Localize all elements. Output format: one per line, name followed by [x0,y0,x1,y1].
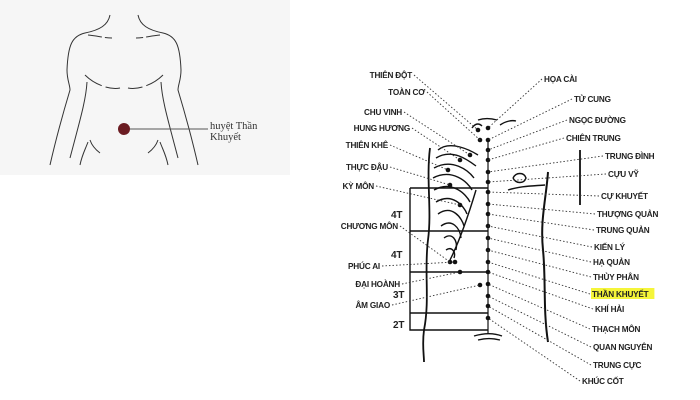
acupoint-dot [477,282,483,288]
leader-line [487,98,573,141]
acupoint-dot [485,157,491,163]
leader-line [391,284,481,306]
acupoint-label-right: TỬ CUNG [574,93,611,104]
leader-line [487,119,568,151]
acupoint-dot [457,202,463,208]
acupoint-label-left: PHÚC AI [348,260,380,271]
segment-length-label: 3T [393,290,404,301]
acupoint-label-right: CHIÊN TRUNG [566,132,621,143]
acupoint-label-left: CHU VINH [364,108,402,117]
leader-line [487,137,565,161]
acupoint-label-right: HẠ QUẢN [593,256,630,267]
acupoint-label-left: TOÀN CƠ [388,87,425,97]
leader-line [487,317,581,382]
body-drawing [409,117,581,363]
leader-line [487,271,594,310]
acupoint-dot [485,201,491,207]
leader-line [487,237,592,263]
acupoint-label-right: CỰ KHUYẾT [601,191,648,201]
leader-line [389,144,449,171]
leader-line [381,261,456,267]
acupoint-label-left: THIÊN KHÊ [346,139,389,150]
acupoint-dot [485,179,491,185]
acupoint-label-left: ÂM GIAO [355,299,390,310]
segment-length-label: 4T [391,210,402,221]
acupoint-label-right: KIẾN LÝ [594,241,626,252]
leader-line [413,74,479,131]
acupoint-dot [452,259,458,265]
leader-line [426,91,481,141]
leader-line [487,203,596,215]
acupoint-dot [485,293,491,299]
acupoint-label-right: QUAN NGUYÊN [593,341,652,352]
highlighted-acupoint-label: THẦN KHUYẾT [592,289,649,299]
acupoint-dot [457,157,463,163]
leader-line [411,127,461,161]
acupoint-label-right: TRUNG ĐÌNH [605,151,655,161]
acupoint-dot [485,303,491,309]
acupoint-dot [485,211,491,217]
leader-line [401,271,461,285]
acupoint-dot [485,137,491,143]
acupoint-label-left: CHƯƠNG MÔN [341,220,399,231]
acupoint-label-right: HỌA CÀI [544,74,577,84]
leader-line [487,225,593,248]
leader-line [487,305,592,366]
leader-line [487,173,607,183]
leader-line [487,261,591,295]
leader-line [487,213,595,231]
highlight-marker [591,288,655,299]
leader-line [389,166,451,186]
body-illustration-panel: huyệt Thần Khuyết [0,0,290,175]
segment-length-label: 2T [393,320,404,331]
leader-line [487,249,592,278]
acupoint-dot [485,189,491,195]
acupoint-label-right: NGỌC ĐƯỜNG [569,114,626,125]
acupoint-label-right: THƯỢNG QUẢN [597,208,658,219]
acupoint-label-left: ĐẠI HOÀNH [355,279,400,289]
acupoint-label-right: TRUNG QUẢN [596,224,650,235]
leader-line [487,283,591,330]
acupoint-label-left: HUNG HƯƠNG [354,124,410,133]
acupoint-label-left: KỲ MÔN [342,180,374,191]
acupoint-dot [485,259,491,265]
acupoint-label-right: THẠCH MÔN [592,323,641,334]
acupoint-label-right: THỦY PHÂN [593,271,639,282]
acupoint-dot [485,281,491,287]
than-khuyet-point-marker [118,123,130,135]
leader-line [403,111,471,156]
leader-line [487,295,592,348]
leader-line [487,191,600,197]
leader-line [487,155,604,173]
leader-line [487,78,543,129]
acupoint-label-left: THIÊN ĐỘT [370,69,413,80]
acupoint-dot [457,269,463,275]
acupoint-label-right: KHÚC CỐT [582,375,624,386]
acupoint-label-left: THỰC ĐẬU [346,161,388,172]
acupoint-dot [467,152,473,158]
than-khuyet-point-label: huyệt Thần Khuyết [210,121,258,143]
leader-line [375,185,461,206]
acupoint-label-right: CỰU VỸ [608,169,639,179]
torso-outline [49,14,208,166]
acupoint-dot [447,182,453,188]
acupoint-label-right: TRUNG CỰC [593,361,641,370]
acupoint-dot [485,269,491,275]
acupoint-label-right: KHÍ HẢI [595,303,624,314]
acupoint-dot [477,137,483,143]
segment-length-label: 4T [391,250,402,261]
